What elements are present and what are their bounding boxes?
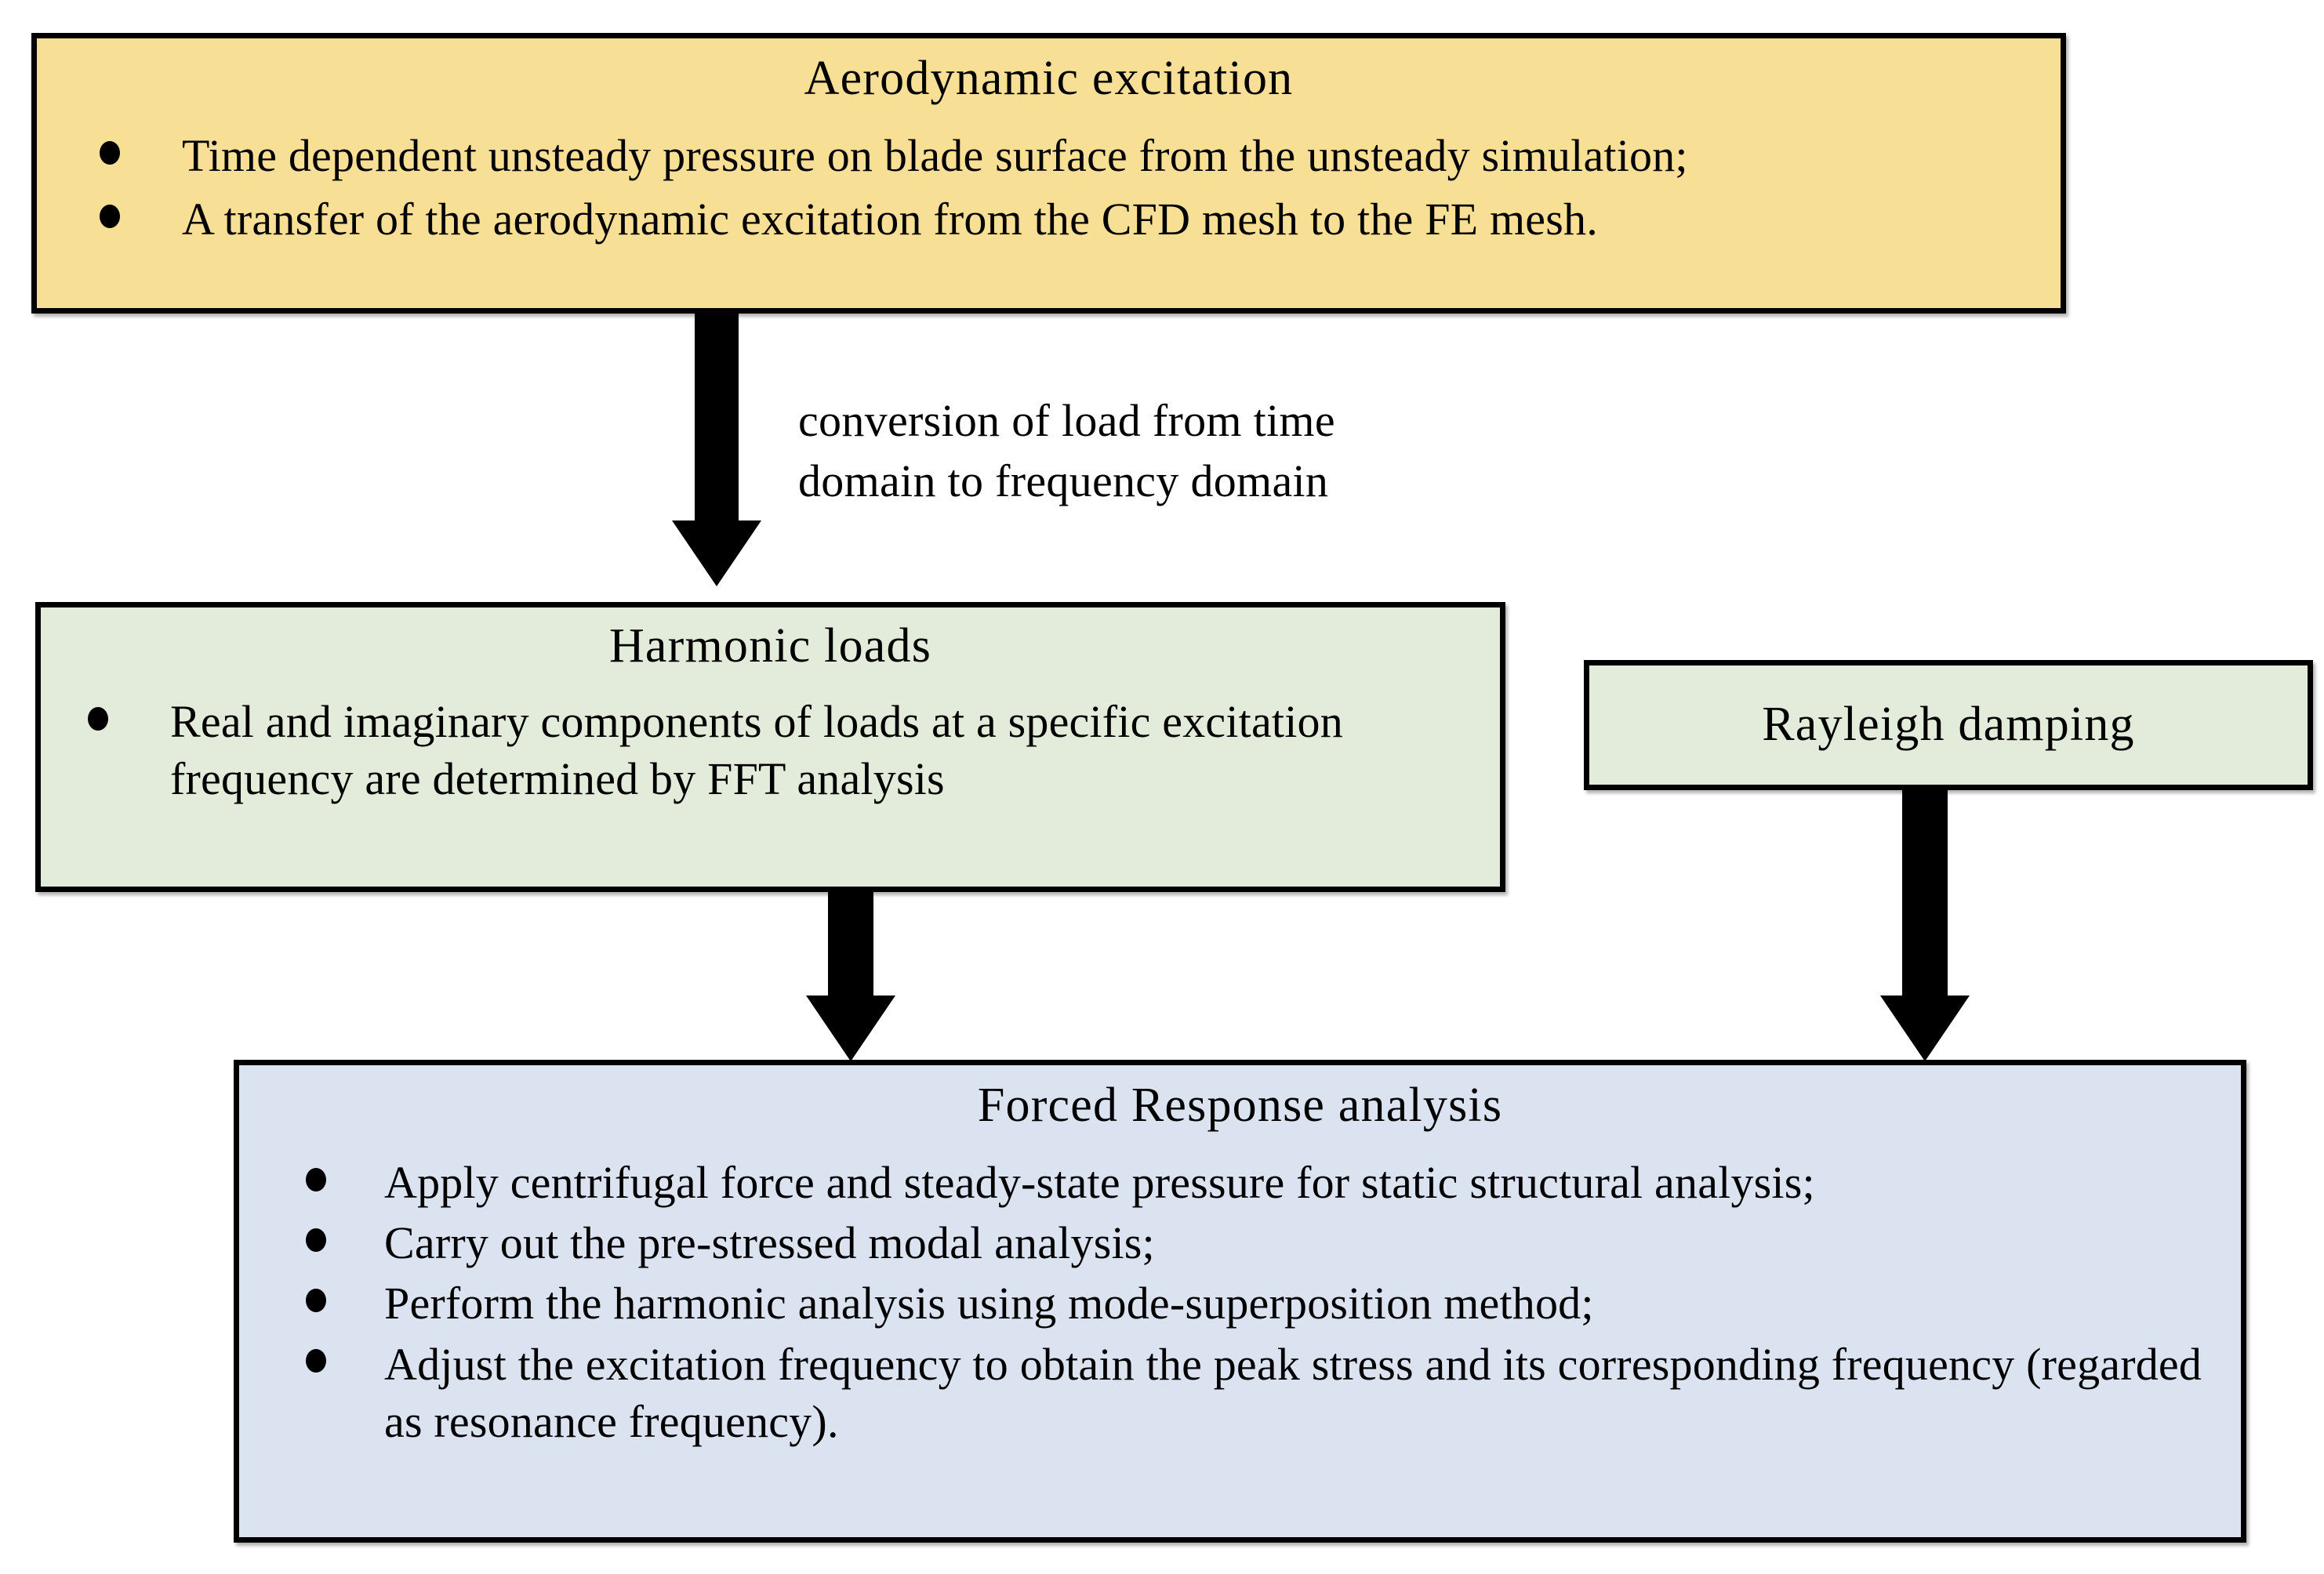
node-harmonic-loads-bullet-list: Real and imaginary components of loads a… (41, 693, 1500, 807)
bullet-dot-icon (100, 204, 120, 228)
bullet-dot-icon (306, 1348, 326, 1373)
arrow-aero-to-harmonic-icon (672, 314, 761, 586)
node-forced-response-analysis: Forced Response analysis Apply centrifug… (234, 1060, 2246, 1543)
list-item-text: A transfer of the aerodynamic excitation… (182, 194, 1598, 245)
edge-label-conversion-of-load: conversion of load from time domain to f… (798, 390, 1582, 511)
list-item: Adjust the excitation frequency to obtai… (306, 1336, 2241, 1450)
bullet-dot-icon (306, 1288, 326, 1312)
list-item: Perform the harmonic analysis using mode… (306, 1275, 2241, 1332)
list-item-text: Time dependent unsteady pressure on blad… (182, 130, 1688, 182)
list-item-text: Carry out the pre-stressed modal analysi… (384, 1217, 1155, 1269)
bullet-dot-icon (88, 706, 108, 731)
bullet-dot-icon (306, 1167, 326, 1191)
node-aerodynamic-excitation: Aerodynamic excitation Time dependent un… (31, 33, 2066, 314)
arrow-harmonic-to-forced-icon (806, 892, 895, 1061)
arrow-shaft (695, 314, 739, 522)
bullet-dot-icon (100, 140, 120, 165)
edge-label-line-2: domain to frequency domain (798, 455, 1329, 507)
bullet-dot-icon (306, 1228, 326, 1252)
node-forced-response-bullet-list: Apply centrifugal force and steady-state… (239, 1154, 2241, 1449)
list-item: A transfer of the aerodynamic excitation… (100, 190, 2061, 248)
list-item: Carry out the pre-stressed modal analysi… (306, 1214, 2241, 1271)
list-item-text: Real and imaginary components of loads a… (170, 696, 1343, 805)
arrow-head (806, 996, 895, 1061)
arrow-head (672, 520, 761, 586)
node-aerodynamic-excitation-title: Aerodynamic excitation (804, 52, 1294, 105)
node-rayleigh-damping-title: Rayleigh damping (1762, 698, 2135, 752)
list-item: Time dependent unsteady pressure on blad… (100, 127, 2061, 184)
node-harmonic-loads-title: Harmonic loads (608, 619, 932, 673)
list-item-text: Adjust the excitation frequency to obtai… (384, 1338, 2202, 1447)
node-harmonic-loads: Harmonic loads Real and imaginary compon… (35, 602, 1505, 892)
arrow-rayleigh-to-forced-icon (1880, 790, 1970, 1061)
arrow-shaft (1902, 790, 1948, 997)
node-aerodynamic-excitation-bullet-list: Time dependent unsteady pressure on blad… (37, 127, 2061, 248)
list-item: Real and imaginary components of loads a… (88, 693, 1500, 807)
arrow-head (1880, 996, 1970, 1061)
list-item-text: Apply centrifugal force and steady-state… (384, 1157, 1815, 1209)
arrow-shaft (828, 892, 873, 997)
node-rayleigh-damping: Rayleigh damping (1584, 660, 2313, 790)
node-forced-response-analysis-title: Forced Response analysis (977, 1079, 1503, 1132)
list-item-text: Perform the harmonic analysis using mode… (384, 1278, 1594, 1329)
list-item: Apply centrifugal force and steady-state… (306, 1154, 2241, 1211)
edge-label-line-1: conversion of load from time (798, 395, 1335, 446)
